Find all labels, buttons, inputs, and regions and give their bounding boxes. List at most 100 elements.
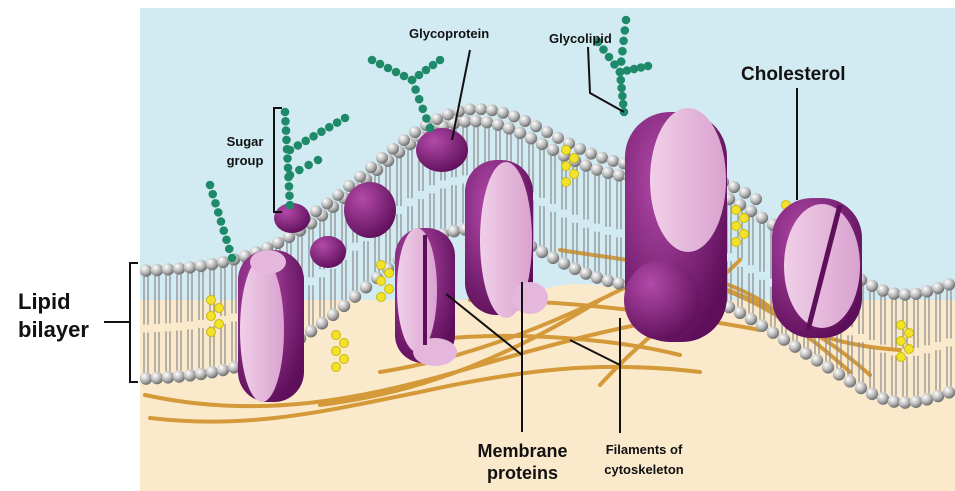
- phospholipid-head: [470, 115, 482, 127]
- sugar-bead: [368, 56, 377, 65]
- sugar-bead: [214, 208, 223, 217]
- sugar-bead: [301, 137, 310, 146]
- phospholipid-head: [321, 197, 333, 209]
- sugar-bead: [325, 123, 334, 132]
- sugar-bead: [384, 64, 393, 73]
- phospholipid-head: [140, 264, 152, 276]
- phospholipid-head: [789, 340, 801, 352]
- lipid-bilayer-label: Lipid bilayer: [18, 288, 89, 344]
- phospholipid-head: [866, 280, 878, 292]
- phospholipid-head: [552, 132, 564, 144]
- phospholipid-head: [305, 325, 317, 337]
- phospholipid-head: [497, 107, 509, 119]
- cholesterol-ring: [215, 320, 224, 329]
- sugar-bead: [619, 100, 628, 109]
- phospholipid-head: [899, 396, 911, 408]
- phospholipid-head: [778, 333, 790, 345]
- phospholipid-head: [910, 288, 922, 300]
- phospholipid-head: [574, 143, 586, 155]
- phospholipid-head: [140, 372, 152, 384]
- sugar-bead: [408, 76, 417, 85]
- sugar-bead: [644, 62, 653, 71]
- phospholipid-head: [519, 115, 531, 127]
- phospholipid-head: [899, 288, 911, 300]
- phospholipid-head: [602, 167, 614, 179]
- phospholipid-head: [217, 256, 229, 268]
- peripheral-protein-a: [344, 182, 396, 238]
- phospholipid-head: [464, 103, 476, 115]
- phospholipid-head: [376, 152, 388, 164]
- phospholipid-head: [525, 132, 537, 144]
- phospholipid-head: [728, 181, 740, 193]
- cholesterol-ring: [562, 146, 571, 155]
- phospholipid-head: [800, 347, 812, 359]
- sugar-bead: [283, 154, 292, 163]
- phospholipid-head: [943, 278, 955, 290]
- phospholipid-head: [767, 326, 779, 338]
- phospholipid-head: [888, 287, 900, 299]
- cholesterol-ring: [732, 206, 741, 215]
- sugar-bead: [225, 245, 234, 254]
- phospholipid-head: [558, 257, 570, 269]
- sugar-bead: [400, 72, 409, 81]
- phospholipid-head: [811, 354, 823, 366]
- phospholipid-head: [217, 364, 229, 376]
- phospholipid-head: [591, 271, 603, 283]
- sugar-bead: [304, 161, 313, 170]
- cholesterol-ring: [385, 269, 394, 278]
- sugar-bead: [309, 132, 318, 141]
- membrane-protein-4: [624, 108, 727, 342]
- sugar-bead: [208, 190, 217, 199]
- phospholipid-head: [536, 246, 548, 258]
- membrane-protein-1: [238, 250, 304, 402]
- sugar-bead: [616, 68, 625, 77]
- phospholipid-head: [365, 161, 377, 173]
- phospholipid-head: [613, 169, 625, 181]
- sugar-bead: [282, 136, 291, 145]
- cholesterol-ring: [732, 222, 741, 231]
- glycolipid-label: Glycolipid: [549, 31, 612, 46]
- sugar-bead: [222, 235, 231, 244]
- sugar-bead: [422, 114, 431, 123]
- cholesterol-ring: [377, 261, 386, 270]
- cholesterol-ring: [897, 321, 906, 330]
- lipid-bilayer-label-line2: bilayer: [18, 316, 89, 344]
- phospholipid-head: [206, 258, 218, 270]
- phospholipid-head: [206, 366, 218, 378]
- phospholipid-head: [162, 371, 174, 383]
- phospholipid-head: [173, 370, 185, 382]
- phospholipid-head: [739, 187, 751, 199]
- sugar-bead: [618, 92, 627, 101]
- phospholipid-head: [844, 375, 856, 387]
- phospholipid-head: [877, 392, 889, 404]
- sugar-bead: [429, 61, 438, 70]
- sugar-bead: [285, 191, 294, 200]
- phospholipid-head: [602, 275, 614, 287]
- phospholipid-head: [481, 116, 493, 128]
- sugar-bead: [617, 76, 626, 85]
- sugar-bead: [621, 26, 630, 35]
- cholesterol-ring: [740, 214, 749, 223]
- phospholipid-head: [585, 148, 597, 160]
- membrane-proteins-label-line1: Membrane: [470, 440, 575, 462]
- phospholipid-head: [932, 390, 944, 402]
- phospholipid-head: [162, 263, 174, 275]
- phospholipid-head: [492, 119, 504, 131]
- membrane-protein-5: [772, 198, 862, 338]
- cholesterol-ring: [562, 162, 571, 171]
- phospholipid-head: [750, 193, 762, 205]
- phospholipid-head: [888, 395, 900, 407]
- phospholipid-head: [442, 108, 454, 120]
- peripheral-protein-glycoprotein: [416, 128, 468, 172]
- phospholipid-head: [530, 120, 542, 132]
- filaments-label-line1: Filaments of: [590, 440, 698, 460]
- phospholipid-head: [910, 396, 922, 408]
- cholesterol-ring: [332, 331, 341, 340]
- phospholipid-head: [503, 122, 515, 134]
- phospholipid-head: [833, 368, 845, 380]
- phospholipid-head: [360, 281, 372, 293]
- phospholipid-head: [607, 155, 619, 167]
- sugar-bead: [284, 164, 293, 173]
- cholesterol-ring: [207, 296, 216, 305]
- phospholipid-head: [409, 126, 421, 138]
